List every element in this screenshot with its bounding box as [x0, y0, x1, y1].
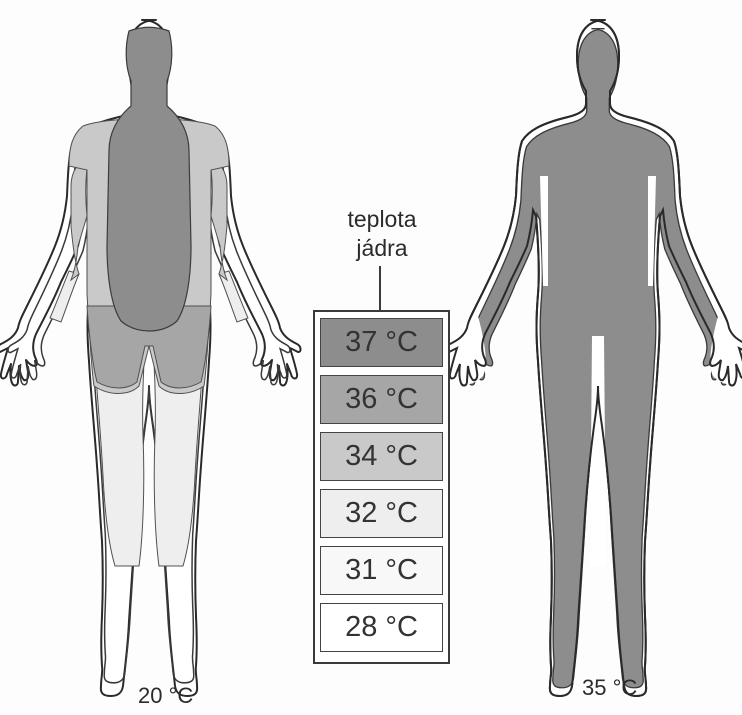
left-figure-caption: 20 °C — [138, 683, 193, 709]
legend-title-line2: jádra — [322, 235, 442, 262]
right-figure-caption: 35 °C — [582, 675, 637, 701]
legend-label-34: 34 °C — [345, 440, 418, 473]
legend-label-37: 37 °C — [345, 326, 418, 359]
left-body — [0, 20, 301, 696]
right-body — [446, 20, 742, 696]
legend-swatch-36: 36 °C — [320, 375, 443, 424]
temperature-legend: 37 °C 36 °C 34 °C 32 °C 31 °C 28 °C — [313, 310, 450, 664]
legend-title-line1: teplota — [322, 206, 442, 233]
legend-label-28: 28 °C — [345, 611, 418, 644]
legend-label-36: 36 °C — [345, 383, 418, 416]
legend-swatch-37: 37 °C — [320, 318, 443, 367]
legend-swatch-28: 28 °C — [320, 603, 443, 652]
legend-swatch-31: 31 °C — [320, 546, 443, 595]
legend-swatch-32: 32 °C — [320, 489, 443, 538]
legend-label-32: 32 °C — [345, 497, 418, 530]
legend-label-31: 31 °C — [345, 554, 418, 587]
legend-swatch-34: 34 °C — [320, 432, 443, 481]
